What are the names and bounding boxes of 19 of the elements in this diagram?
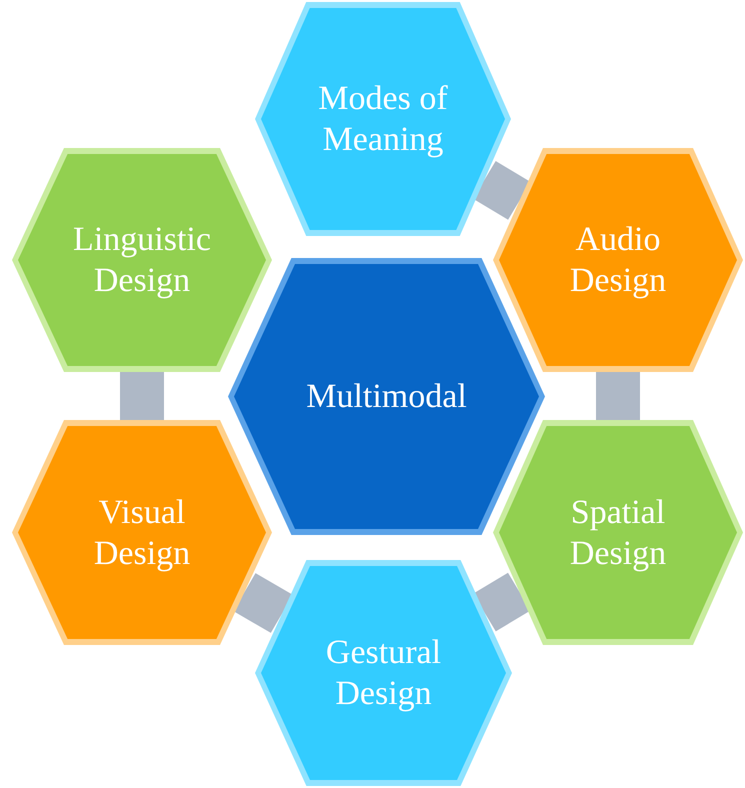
hexagon-label: Audio Design	[568, 220, 668, 301]
hexagon	[493, 420, 743, 645]
hexagon-label: Linguistic Design	[72, 220, 212, 301]
connector-band	[233, 573, 293, 633]
hexagon	[255, 560, 512, 786]
hexagon	[12, 420, 272, 645]
hexagon-label: Gestural Design	[324, 633, 442, 714]
hexagon-label: Spatial Design	[568, 492, 668, 574]
connector-band	[473, 160, 531, 220]
connector-band	[473, 572, 531, 632]
hexagon-label: Multimodal	[305, 377, 468, 417]
hexagon	[228, 258, 545, 535]
hexagon-label: Modes of Meaning	[317, 79, 449, 160]
hexagon-label: Visual Design	[92, 492, 192, 574]
hexagon	[493, 148, 743, 372]
connector-band	[596, 372, 640, 420]
hexagon	[12, 148, 272, 372]
connector-band	[120, 372, 164, 420]
hexagon	[255, 2, 511, 236]
